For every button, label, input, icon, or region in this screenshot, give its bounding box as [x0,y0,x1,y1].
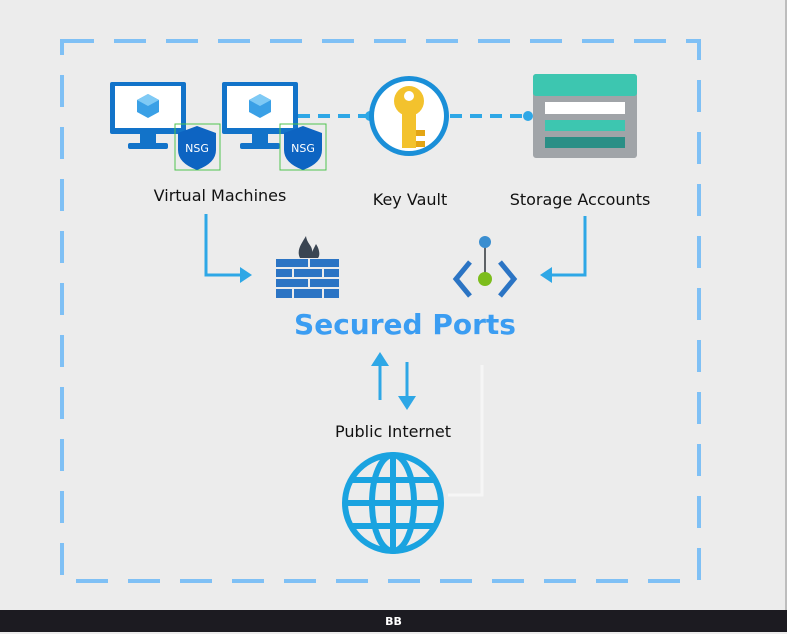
public-internet-label: Public Internet [335,422,451,441]
arrow-storage-to-endpoint [545,216,587,277]
firewall-icon [276,236,339,298]
window-edge [785,0,787,610]
footer-text: BB [385,615,402,628]
architecture-diagram: NSG NSG [60,39,701,583]
network-boundary [60,39,701,583]
virtual-machines-label: Virtual Machines [153,186,287,205]
footer-bar: BB [0,610,787,632]
nsg-shield-icon-1: NSG [174,123,221,171]
nsg-badge-text-1: NSG [185,142,209,155]
private-endpoint-icon [452,236,518,298]
arrow-vms-to-firewall [204,214,249,277]
storage-account-icon [533,74,637,158]
key-vault-label: Key Vault [372,190,448,209]
nsg-badge-text-2: NSG [291,142,315,155]
vm-monitor-icon-1 [110,82,186,149]
vm-monitor-icon-2 [222,82,298,149]
faint-connector [448,365,484,497]
bidirectional-arrows [371,352,416,410]
storage-accounts-label: Storage Accounts [509,190,651,209]
globe-icon [342,452,444,554]
key-vault-icon [369,76,449,156]
secured-ports-title: Secured Ports [294,308,516,341]
nsg-shield-icon-2: NSG [279,123,327,171]
